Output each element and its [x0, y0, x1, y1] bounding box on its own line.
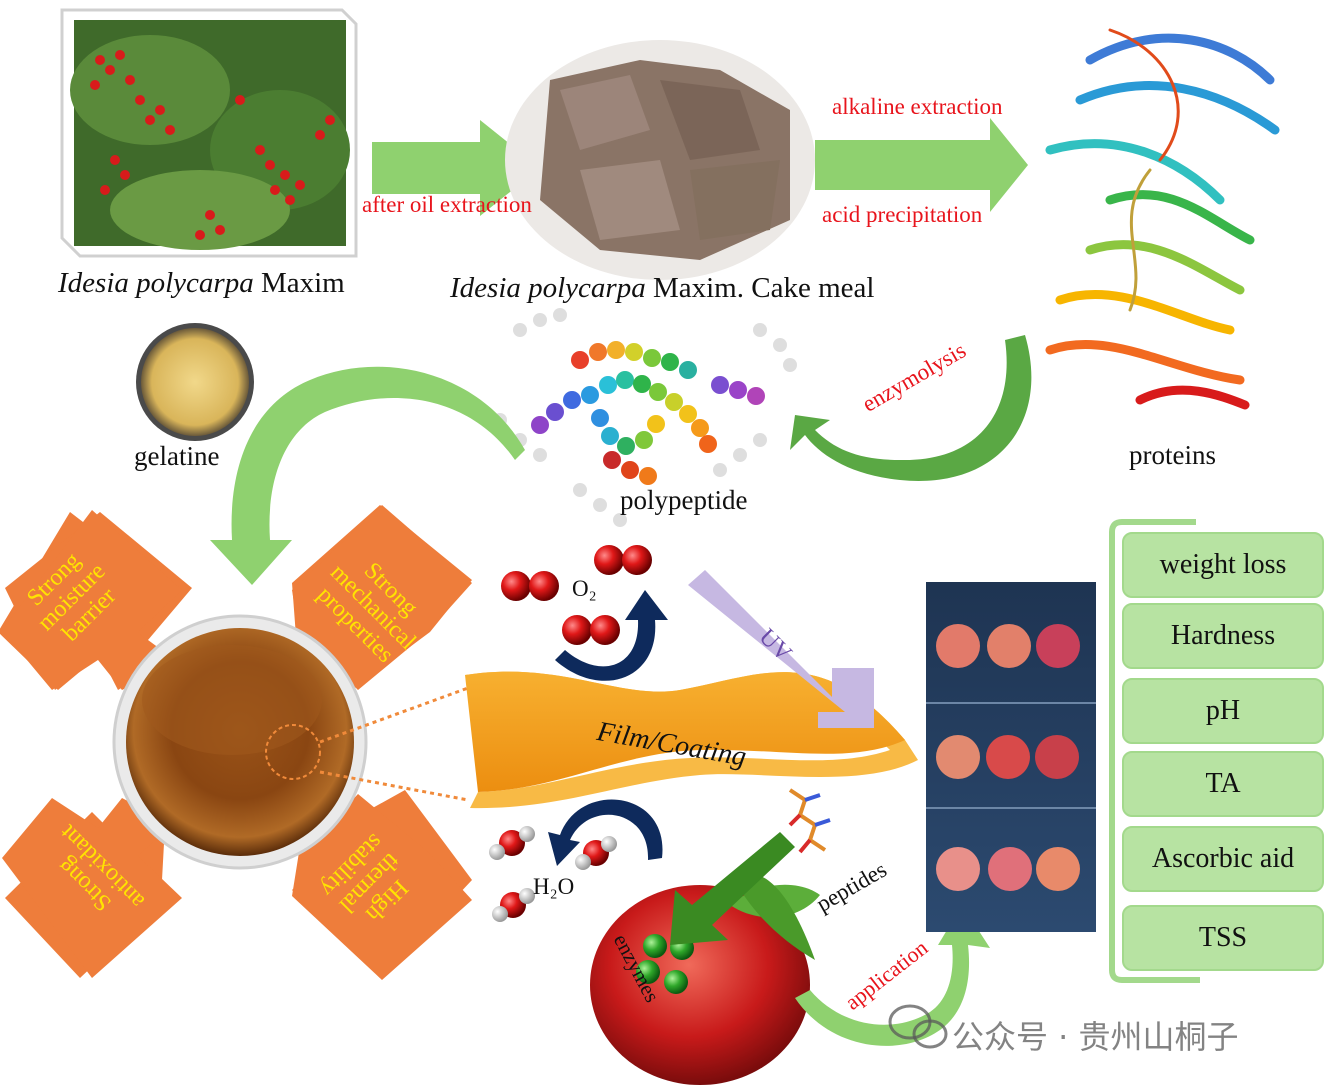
- polypeptide-chain: [493, 308, 797, 527]
- gelatine-dish: [136, 323, 254, 441]
- h2o-arrow: [548, 799, 663, 866]
- indicator-ascorbic: Ascorbic aid: [1122, 826, 1324, 892]
- property-arrow-shapes: [2, 505, 472, 980]
- step2-label-bottom: acid precipitation: [822, 202, 983, 227]
- step1-label: after oil extraction: [362, 192, 532, 217]
- plant-photo: [60, 8, 358, 258]
- polypeptide-label: polypeptide: [620, 485, 748, 515]
- indicator-ph: pH: [1122, 678, 1324, 744]
- cake-label: Idesia polycarpa Maxim. Cake meal: [450, 272, 874, 305]
- film-dish: [112, 614, 469, 870]
- apple: [590, 873, 820, 1085]
- arrow-oil-extraction: [372, 120, 540, 216]
- h2o-label: H₂O: [533, 874, 575, 899]
- fruit-photo-panel: [926, 582, 1096, 932]
- plant-label: Idesia polycarpa Maxim: [58, 267, 345, 300]
- o2-label: O₂: [572, 576, 597, 601]
- watermark-text: 公众号 · 贵州山桐子: [952, 1018, 1239, 1056]
- arrow-to-film: [210, 366, 525, 585]
- uv-arrow: [688, 570, 874, 728]
- indicator-weight-loss: weight loss: [1122, 532, 1324, 598]
- indicator-bracket: [1109, 519, 1200, 983]
- arrow-alkaline-extraction: [815, 118, 1028, 212]
- gelatine-label: gelatine: [134, 441, 220, 471]
- o2-arrow: [555, 590, 668, 681]
- arrow-application: [795, 905, 990, 1046]
- peptide-model: [788, 788, 831, 854]
- arrow-enzymolysis: [790, 335, 1032, 481]
- indicator-ta: TA: [1122, 751, 1324, 817]
- film-ribbon: [465, 671, 918, 809]
- h2o-molecules: [489, 826, 617, 922]
- proteins-label: proteins: [1129, 440, 1216, 470]
- plant-label-rest: Maxim: [253, 267, 345, 299]
- cake-label-italic: Idesia polycarpa: [450, 272, 646, 304]
- cake-label-rest: Maxim. Cake meal: [645, 272, 875, 304]
- arrow-peptides-to-apple: [670, 832, 795, 945]
- protein-structure: [1045, 28, 1280, 410]
- plant-label-italic: Idesia polycarpa: [58, 267, 254, 299]
- indicator-hardness: Hardness: [1122, 603, 1324, 669]
- cake-meal-photo: [505, 40, 815, 280]
- o2-molecules: [501, 545, 652, 645]
- watermark-logo: [888, 1004, 948, 1049]
- step2-label-top: alkaline extraction: [832, 94, 1003, 119]
- indicator-tss: TSS: [1122, 905, 1324, 971]
